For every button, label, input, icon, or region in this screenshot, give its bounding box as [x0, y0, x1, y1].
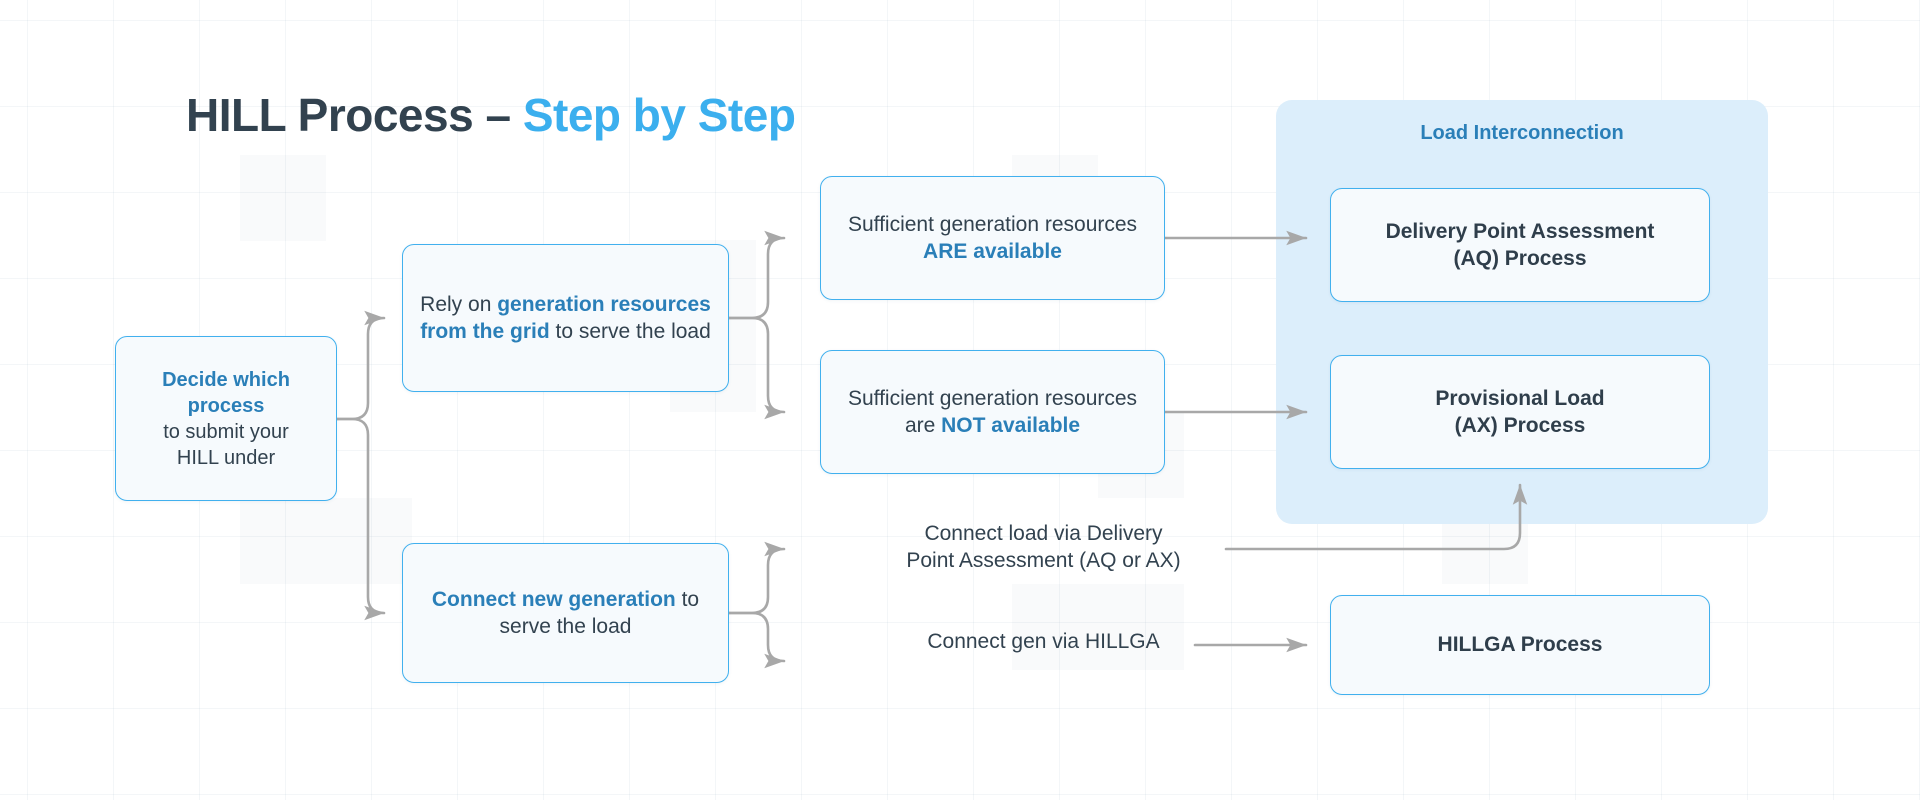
node-connect-post: to serve the load [499, 587, 700, 638]
node-are-bold: ARE available [923, 240, 1062, 263]
node-are-text: Sufficient generation resources ARE avai… [833, 211, 1152, 266]
node-decide-line2: process [187, 394, 265, 417]
edge-label-connect-gen-via-hillga: Connect gen via HILLGA [861, 628, 1226, 655]
node-connect-new-generation[interactable]: Connect new generation to serve the load [402, 543, 729, 683]
edge-rely-to-are-available [727, 230, 786, 320]
edge-rely-to-not-available [727, 316, 786, 420]
node-aq-line1: Delivery Point Assessment [1385, 219, 1655, 243]
node-decide-which-process[interactable]: Decide which process to submit your HILL… [115, 336, 337, 501]
node-hillga-line1: HILLGA Process [1437, 633, 1603, 657]
edge-label-hillga-text: Connect gen via HILLGA [927, 630, 1160, 653]
page-title: HILL Process – Step by Step [186, 88, 796, 142]
node-rely-pre: Rely on [420, 292, 498, 316]
node-decide-text: Decide which process to submit your HILL… [162, 367, 290, 471]
background-blob [240, 498, 412, 584]
node-rely-on-generation-resources[interactable]: Rely on generation resources from the gr… [402, 244, 729, 392]
node-ax-text: Provisional Load (AX) Process [1435, 385, 1604, 440]
node-decide-line1: Decide which [162, 368, 290, 391]
node-connect-bold: Connect new generation [431, 587, 676, 611]
edge-decide-to-rely [335, 310, 386, 421]
edge-label-connect-load-via-aq-or-ax: Connect load via Delivery Point Assessme… [861, 520, 1226, 575]
node-sufficient-generation-are-available[interactable]: Sufficient generation resources ARE avai… [820, 176, 1165, 300]
node-ax-line1: Provisional Load [1435, 386, 1605, 410]
node-connect-text: Connect new generation to serve the load [415, 586, 716, 641]
page-title-dark-part: HILL Process – [186, 88, 523, 141]
node-not-text: Sufficient generation resources are NOT … [833, 385, 1152, 440]
node-decide-line4: HILL under [176, 446, 276, 469]
edge-decide-to-connect [335, 417, 386, 621]
node-rely-post: to serve the load [549, 320, 711, 343]
background-blob [240, 155, 326, 241]
node-decide-line3: to submit your [163, 420, 289, 443]
node-hillga-process[interactable]: HILLGA Process [1330, 595, 1710, 695]
edge-label-aqax-line2: Point Assessment (AQ or AX) [906, 549, 1181, 573]
node-not-pre: Sufficient generation resources are [847, 386, 1138, 437]
edge-label-aqax-line1: Connect load via Delivery [924, 522, 1163, 545]
node-ax-line2: (AX) Process [1454, 414, 1586, 437]
node-aq-text: Delivery Point Assessment (AQ) Process [1386, 218, 1655, 273]
node-sufficient-generation-not-available[interactable]: Sufficient generation resources are NOT … [820, 350, 1165, 474]
edge-connect-to-aqax-label [727, 541, 786, 615]
node-aq-line2: (AQ) Process [1453, 247, 1587, 270]
node-rely-text: Rely on generation resources from the gr… [415, 291, 716, 346]
node-rely-bold: generation resources from the grid [420, 292, 711, 343]
edge-connect-to-hillga-label [727, 611, 786, 669]
node-delivery-point-assessment-aq-process[interactable]: Delivery Point Assessment (AQ) Process [1330, 188, 1710, 302]
group-panel-title: Load Interconnection [1420, 122, 1624, 144]
page-title-blue-part: Step by Step [522, 88, 796, 141]
node-are-pre: Sufficient generation resources [847, 212, 1138, 236]
node-not-bold: NOT available [941, 414, 1081, 437]
node-hillga-text: HILLGA Process [1438, 631, 1603, 658]
node-provisional-load-ax-process[interactable]: Provisional Load (AX) Process [1330, 355, 1710, 469]
background-blob [1012, 584, 1184, 670]
